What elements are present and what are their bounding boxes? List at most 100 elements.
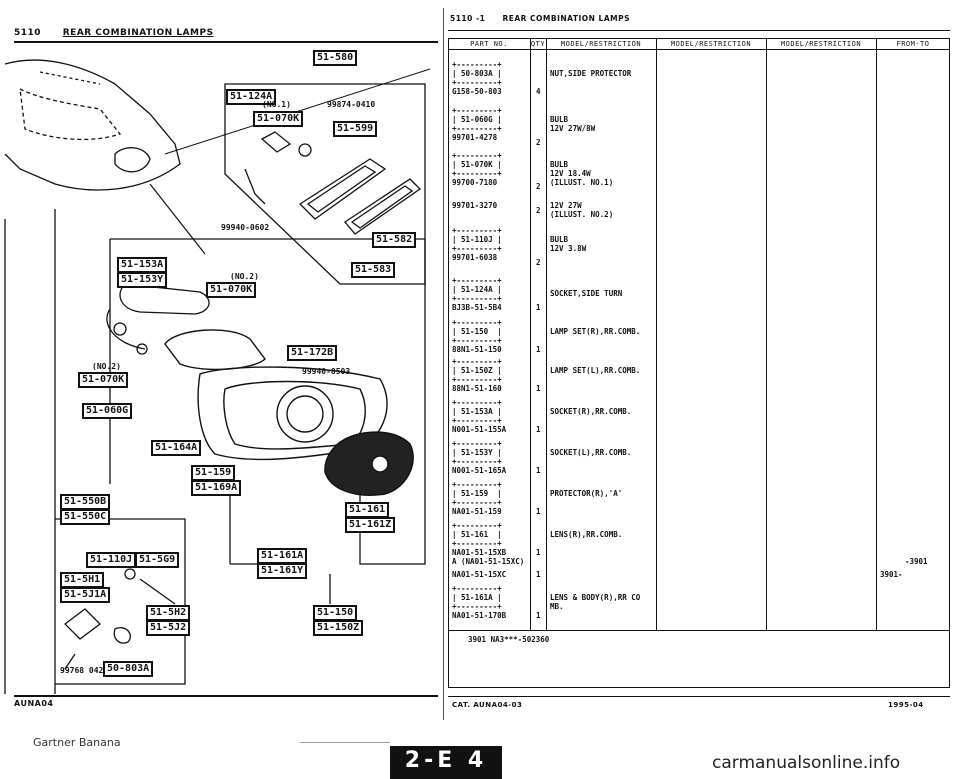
qty: 1 — [536, 548, 541, 557]
callout-51-5G9: 51-5G9 — [135, 552, 180, 568]
callout-99874-0410: 99874-0410 — [327, 100, 376, 109]
ref-key: | 51-161A | — [452, 593, 502, 602]
callout-51-124A: 51-124A — [226, 89, 277, 105]
callout-51-599: 51-599 — [333, 121, 378, 137]
ref-key: | 51-124A | — [452, 285, 502, 294]
part-number: 99701-4278 — [452, 133, 498, 142]
callout-51-550B: 51-550B — [60, 494, 111, 510]
right-header-title: REAR COMBINATION LAMPS — [502, 14, 631, 23]
right-header-rule — [448, 30, 950, 31]
col-header-qty: QTY — [530, 40, 546, 48]
car-silhouette — [4, 59, 181, 191]
qty: 2 — [536, 206, 541, 215]
ref-key: | 51-150 | — [452, 327, 502, 336]
qty: 1 — [536, 611, 541, 620]
col-header-model-2: MODEL/RESTRICTION — [670, 40, 752, 48]
part-number: 99701-3270 — [452, 201, 498, 210]
left-header-title: REAR COMBINATION LAMPS — [62, 28, 214, 38]
ref-key: | 51-159 | — [452, 489, 502, 498]
callout-99940-0503: 99940-0503 — [302, 367, 351, 376]
ref-block: +---------+ — [452, 60, 502, 69]
right-footer-date: 1995-04 — [888, 701, 924, 709]
callout-51-150Z: 51-150Z — [313, 620, 364, 636]
description: SOCKET(R),RR.COMB. — [550, 407, 632, 416]
from-to: -3901 — [905, 557, 928, 566]
part-number: G158-50-803 — [452, 87, 502, 96]
right-header: 5110 -1 REAR COMBINATION LAMPS — [450, 14, 630, 23]
ref-key: | 51-070K | — [452, 160, 502, 169]
ref-key: | 50-803A | — [452, 69, 502, 78]
right-footer-rule — [448, 696, 950, 697]
callout-51-070K-c: 51-070K — [78, 372, 129, 388]
left-header-code: 5110 — [14, 28, 42, 38]
right-footer-code: CAT. AUNA04-03 — [452, 701, 523, 709]
callout-51-159: 51-159 — [191, 465, 236, 481]
parts-table — [448, 38, 950, 688]
col-header-from-to: FROM-TO — [896, 40, 930, 48]
part-number: 88N1-51-150 — [452, 345, 502, 354]
callout-51-153Y: 51-153Y — [117, 272, 168, 288]
col-header-model-3: MODEL/RESTRICTION — [780, 40, 862, 48]
part-number: 88N1-51-160 — [452, 384, 502, 393]
qty: 1 — [536, 466, 541, 475]
callout-no2-b: (NO.2) — [92, 362, 121, 371]
col-header-part-no: PART NO. — [470, 40, 508, 48]
ref-key: | 51-060G | — [452, 115, 502, 124]
description: LENS(R),RR.COMB. — [550, 530, 623, 539]
qty: 1 — [536, 425, 541, 434]
callout-51-5J1A: 51-5J1A — [60, 587, 111, 603]
callout-51-161A: 51-161A — [257, 548, 308, 564]
qty: 2 — [536, 138, 541, 147]
callout-51-150: 51-150 — [313, 605, 358, 621]
leader-line — [149, 183, 206, 255]
right-header-code: 5110 -1 — [450, 14, 486, 23]
from-to: 3901- — [880, 570, 903, 579]
callout-51-582: 51-582 — [372, 232, 417, 248]
description: SOCKET(L),RR.COMB. — [550, 448, 632, 457]
part-number: 99700-7180 — [452, 178, 498, 187]
callout-51-161: 51-161 — [345, 502, 390, 518]
callout-51-169A: 51-169A — [191, 480, 242, 496]
description: LAMP SET(R),RR.COMB. — [550, 327, 641, 336]
part-number: NA01-51-159 — [452, 507, 502, 516]
description: SOCKET,SIDE TURN — [550, 289, 623, 298]
description: BULB 12V 3.8W — [550, 235, 587, 253]
left-header: 5110 REAR COMBINATION LAMPS — [14, 28, 214, 38]
watermark-text: Gartner Banana — [33, 736, 121, 749]
callout-99940-0602: 99940-0602 — [221, 223, 270, 232]
table-note: 3901 NA3***-502360 — [468, 635, 550, 644]
bulb-socket — [64, 568, 176, 670]
description: 12V 27W (ILLUST. NO.2) — [550, 201, 614, 219]
callout-50-803A: 50-803A — [103, 661, 154, 677]
callout-51-110J: 51-110J — [86, 552, 137, 568]
left-footer-code: AUNA04 — [14, 699, 54, 708]
qty: 1 — [536, 345, 541, 354]
rear-lamp-panel — [110, 238, 426, 565]
qty: 1 — [536, 570, 541, 579]
callout-99768-0420: 99768 0420 — [60, 666, 109, 675]
callout-51-5H2: 51-5H2 — [146, 605, 191, 621]
description: LENS & BODY(R),RR CO MB. — [550, 593, 641, 611]
rear-combination-lamp — [164, 329, 414, 496]
page-number-box: 2-E 4 — [390, 746, 502, 779]
site-watermark: carmanualsonline.info — [712, 753, 901, 773]
callout-51-161Y: 51-161Y — [257, 563, 308, 579]
callout-51-060G: 51-060G — [82, 403, 133, 419]
ref-key: | 51-153A | — [452, 407, 502, 416]
part-number: NA01-51-15XC — [452, 570, 507, 579]
description: BULB 12V 18.4W (ILLUST. NO.1) — [550, 160, 614, 187]
page-divider — [443, 8, 444, 720]
callout-51-153A: 51-153A — [117, 257, 168, 273]
description: BULB 12V 27W/8W — [550, 115, 596, 133]
qty: 4 — [536, 87, 541, 96]
ref-key: | 51-161 | — [452, 530, 502, 539]
side-marker-lamp — [244, 131, 422, 235]
callout-51-550C: 51-550C — [60, 509, 111, 525]
callout-51-5J2: 51-5J2 — [146, 620, 191, 636]
ref-key: | 51-153Y | — [452, 448, 502, 457]
part-number: NA01-51-15XB A (NA01-51-15XC) — [452, 548, 525, 566]
socket-group-panel — [55, 518, 186, 685]
callout-51-161Z: 51-161Z — [345, 517, 396, 533]
part-number: BJ3B-51-5B4 — [452, 303, 502, 312]
part-number: N001-51-155A — [452, 425, 507, 434]
